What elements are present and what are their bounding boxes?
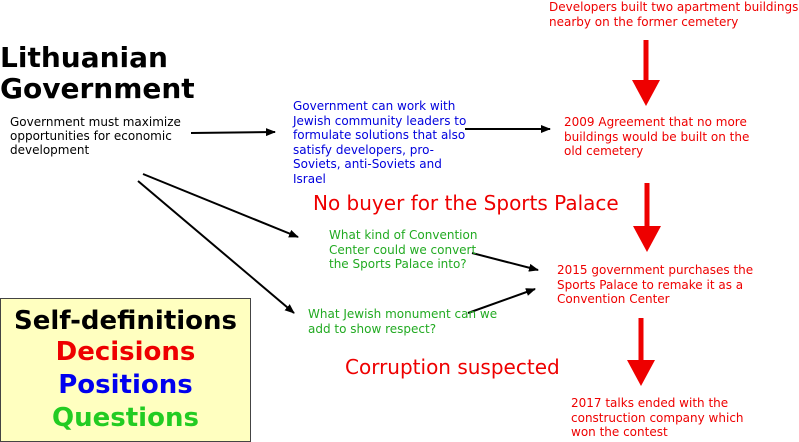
red-arrow-purchase-to-talks xyxy=(627,318,655,386)
label-corruption: Corruption suspected xyxy=(345,355,560,379)
arrow-gov-to-convention-q xyxy=(142,173,299,238)
question-convention-center: What kind of Convention Center could we … xyxy=(329,228,478,271)
decision-agreement: 2009 Agreement that no more buildings wo… xyxy=(564,115,750,158)
legend-questions: Questions xyxy=(52,403,199,433)
arrow-gov-to-monument-q xyxy=(137,180,295,314)
legend-heading: Self-definitions xyxy=(13,306,238,336)
arrow-convention-to-purchase xyxy=(471,252,539,272)
arrow-monument-to-purchase xyxy=(467,288,536,314)
red-arrow-developers-to-agreement xyxy=(632,40,660,106)
decision-developers: Developers built two apartment buildings… xyxy=(549,0,799,29)
legend-box: Self-definitions Decisions Positions Que… xyxy=(0,298,251,442)
position-note: Government can work with Jewish communit… xyxy=(293,99,467,186)
decision-talks: 2017 talks ended with the construction c… xyxy=(571,396,744,439)
question-monument: What Jewish monument can we add to show … xyxy=(308,307,498,336)
title-line-2: Government xyxy=(0,72,195,105)
decision-purchase: 2015 government purchases the Sports Pal… xyxy=(557,263,754,306)
legend-decisions: Decisions xyxy=(55,337,196,367)
title-line-1: Lithuanian xyxy=(0,41,168,74)
government-note: Government must maximize opportunities f… xyxy=(10,115,181,157)
legend-positions: Positions xyxy=(58,370,193,400)
page-title: Lithuanian Government xyxy=(0,42,200,104)
label-no-buyer: No buyer for the Sports Palace xyxy=(313,191,619,215)
red-arrow-agreement-to-purchase xyxy=(633,183,661,252)
arrow-gov-to-blue xyxy=(190,128,276,137)
